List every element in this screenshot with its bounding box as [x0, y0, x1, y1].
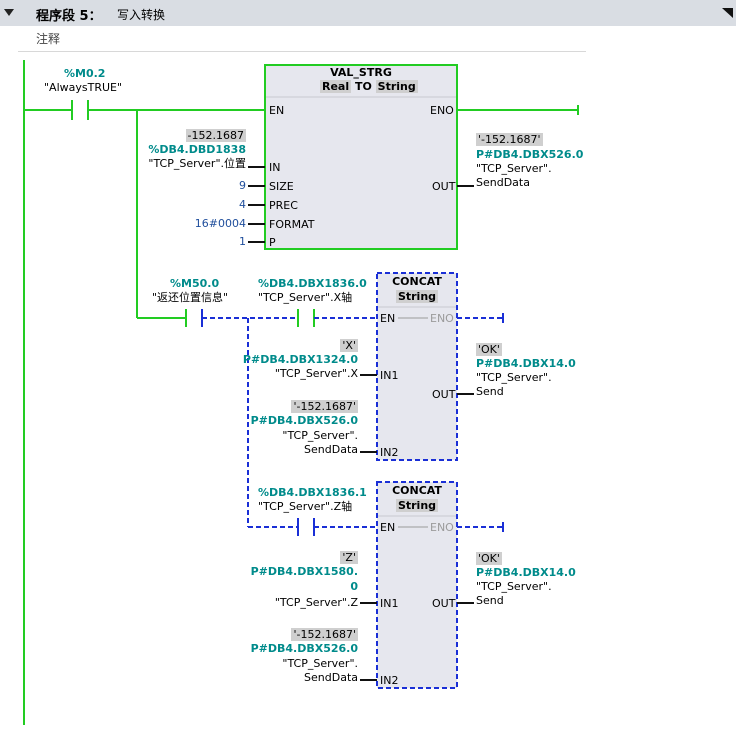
val-strg-out-value: '-152.1687': [476, 133, 543, 146]
val-strg-box[interactable]: [264, 64, 458, 250]
val-strg-out-symbol-2[interactable]: SendData: [476, 176, 530, 189]
concat1-in1-address[interactable]: P#DB4.DBX1324.0: [242, 353, 358, 366]
val-strg-in-address[interactable]: %DB4.DBD1838: [148, 143, 246, 156]
val-strg-pin-in: IN: [269, 161, 281, 174]
segment-name[interactable]: 写入转换: [117, 8, 166, 22]
concat2-title: CONCAT: [392, 484, 442, 497]
concat2-pin-eno: ENO: [430, 521, 454, 534]
concat2-out-address[interactable]: P#DB4.DBX14.0: [476, 566, 576, 579]
val-strg-p-value[interactable]: 1: [239, 235, 246, 248]
contact-m02-address[interactable]: %M0.2: [64, 67, 106, 80]
concat1-pin-eno: ENO: [430, 312, 454, 325]
contact-m500-address[interactable]: %M50.0: [170, 277, 220, 290]
val-strg-prec-value[interactable]: 4: [239, 198, 246, 211]
concat2-out-symbol-1[interactable]: "TCP_Server".: [476, 580, 552, 593]
concat2-pin-in2: IN2: [380, 674, 399, 687]
val-strg-pin-p: P: [269, 236, 276, 249]
concat1-type[interactable]: String: [395, 290, 439, 303]
contact-m500-symbol[interactable]: "返还位置信息": [152, 291, 229, 304]
concat2-pin-en: EN: [380, 521, 396, 534]
segment-header: [0, 0, 736, 26]
concat2-in2-symbol-1[interactable]: "TCP_Server".: [282, 657, 358, 670]
contact-z-symbol[interactable]: "TCP_Server".Z轴: [258, 500, 353, 513]
contact-m02-symbol[interactable]: "AlwaysTRUE": [44, 81, 123, 94]
concat1-title: CONCAT: [392, 275, 442, 288]
concat2-pin-out: OUT: [432, 597, 456, 610]
concat1-in2-symbol-1[interactable]: "TCP_Server".: [282, 429, 358, 442]
triangle-down-icon[interactable]: [4, 9, 14, 16]
val-strg-pin-eno: ENO: [430, 104, 454, 117]
val-strg-pin-format: FORMAT: [269, 218, 315, 231]
concat1-out-address[interactable]: P#DB4.DBX14.0: [476, 357, 576, 370]
concat1-in2-address[interactable]: P#DB4.DBX526.0: [250, 414, 358, 427]
concat1-out-value: 'OK': [476, 343, 502, 356]
concat1-pin-in2: IN2: [380, 446, 399, 459]
concat1-in2-value: '-152.1687': [291, 400, 358, 413]
val-strg-out-symbol-1[interactable]: "TCP_Server".: [476, 162, 552, 175]
concat1-out-symbol-2[interactable]: Send: [476, 385, 504, 398]
val-strg-pin-size: SIZE: [269, 180, 294, 193]
triangle-right-icon: [722, 8, 733, 18]
concat1-in1-value: 'X': [340, 339, 358, 352]
concat2-out-symbol-2[interactable]: Send: [476, 594, 504, 607]
concat1-in2-symbol-2[interactable]: SendData: [304, 443, 358, 456]
concat2-out-value: 'OK': [476, 552, 502, 565]
val-strg-pin-out: OUT: [432, 180, 456, 193]
concat1-pin-out: OUT: [432, 388, 456, 401]
concat2-in2-address[interactable]: P#DB4.DBX526.0: [250, 642, 358, 655]
val-strg-in-value: -152.1687: [185, 129, 246, 142]
concat2-in1-address-1[interactable]: P#DB4.DBX1580.: [250, 565, 358, 578]
val-strg-type-from[interactable]: Real: [320, 80, 352, 93]
concat1-pin-en: EN: [380, 312, 396, 325]
concat2-in1-address-2[interactable]: 0: [350, 580, 358, 593]
concat2-in1-symbol[interactable]: "TCP_Server".Z: [274, 596, 358, 609]
concat2-type[interactable]: String: [395, 499, 439, 512]
concat1-in1-symbol[interactable]: "TCP_Server".X: [274, 367, 358, 380]
concat2-in2-value: '-152.1687': [291, 628, 358, 641]
val-strg-format-value[interactable]: 16#0004: [194, 217, 246, 230]
val-strg-type-to-kw: TO: [354, 80, 372, 93]
contact-x-address[interactable]: %DB4.DBX1836.0: [258, 277, 367, 290]
concat2-pin-in1: IN1: [380, 597, 399, 610]
val-strg-pin-prec: PREC: [269, 199, 298, 212]
val-strg-title: VAL_STRG: [330, 66, 392, 79]
val-strg-pin-en: EN: [269, 104, 285, 117]
concat1-pin-in1: IN1: [380, 369, 399, 382]
concat2-in2-symbol-2[interactable]: SendData: [304, 671, 358, 684]
val-strg-type-row[interactable]: Real TO String: [320, 80, 418, 93]
concat2-box[interactable]: [376, 481, 458, 689]
concat1-out-symbol-1[interactable]: "TCP_Server".: [476, 371, 552, 384]
contact-x-symbol[interactable]: "TCP_Server".X轴: [258, 291, 353, 304]
val-strg-size-value[interactable]: 9: [239, 179, 246, 192]
val-strg-type-to[interactable]: String: [375, 80, 418, 93]
comment-underline: [18, 51, 586, 52]
concat1-box[interactable]: [376, 272, 458, 461]
val-strg-in-symbol[interactable]: "TCP_Server".位置: [148, 157, 246, 170]
comment-field[interactable]: 注释: [36, 32, 61, 46]
segment-title: 程序段 5：: [36, 9, 102, 24]
contact-z-address[interactable]: %DB4.DBX1836.1: [258, 486, 367, 499]
concat2-in1-value: 'Z': [340, 551, 358, 564]
val-strg-out-address[interactable]: P#DB4.DBX526.0: [476, 148, 584, 161]
